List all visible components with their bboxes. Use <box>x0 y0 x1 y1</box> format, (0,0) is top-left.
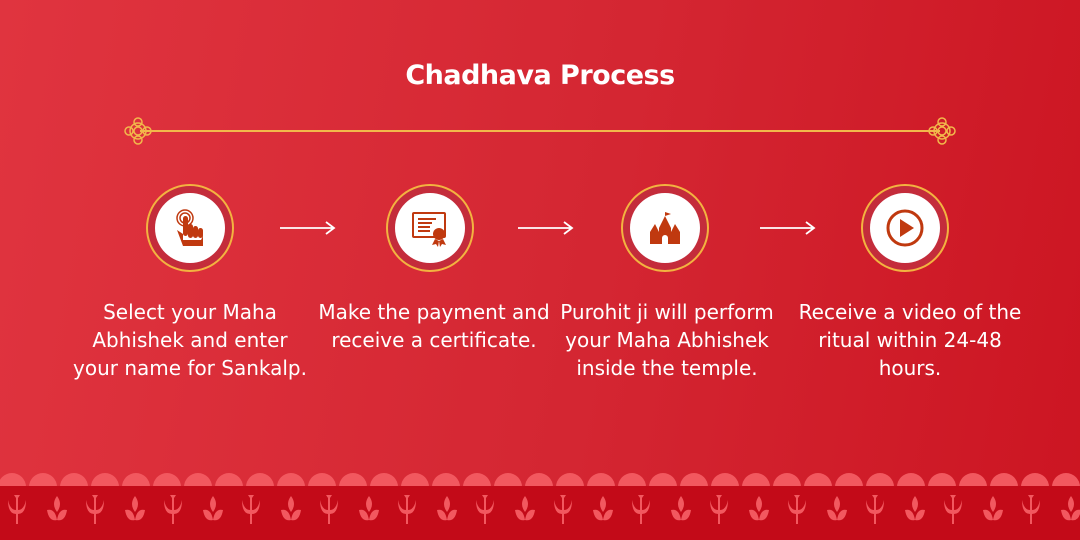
step-3-text: Purohit ji will perform your Maha Abhish… <box>560 300 774 380</box>
mandala-icon-right <box>928 117 956 145</box>
scallop <box>184 473 212 487</box>
lotus-icon <box>671 496 691 521</box>
scallop <box>587 473 615 487</box>
arrow-icon <box>280 221 336 235</box>
trishul-icon <box>710 495 728 524</box>
step-2-icon <box>386 184 474 272</box>
scallop <box>153 473 181 487</box>
lotus-icon <box>827 496 847 521</box>
step-4-icon <box>861 184 949 272</box>
scallop <box>370 473 398 487</box>
trishul-icon <box>632 495 650 524</box>
trishul-icon <box>398 495 416 524</box>
lotus-icon <box>593 496 613 521</box>
lotus-icon <box>203 496 223 521</box>
trishul-icon <box>242 495 260 524</box>
lotus-icon <box>437 496 457 521</box>
mandala-icon-left <box>124 117 152 145</box>
arrow-icon <box>518 221 574 235</box>
arrow-icon <box>760 221 816 235</box>
scallop <box>649 473 677 487</box>
divider <box>140 130 940 132</box>
scallop <box>1021 473 1049 487</box>
trishul-icon <box>866 495 884 524</box>
lotus-icon <box>47 496 67 521</box>
scallop <box>246 473 274 487</box>
scallop <box>0 473 26 487</box>
lotus-icon <box>359 496 379 521</box>
scallop <box>680 473 708 487</box>
page-title: Chadhava Process <box>405 60 675 91</box>
scallop <box>525 473 553 487</box>
scallop <box>308 473 336 487</box>
scallop <box>29 473 57 487</box>
step-3-icon <box>621 184 709 272</box>
lotus-icon <box>1061 496 1080 521</box>
lotus-icon <box>515 496 535 521</box>
scallop <box>711 473 739 487</box>
step-1-text: Select your Maha Abhishek and enter your… <box>73 300 307 380</box>
scallop <box>494 473 522 487</box>
lotus-icon <box>983 496 1003 521</box>
scallop <box>866 473 894 487</box>
scallop <box>556 473 584 487</box>
scallop <box>1052 473 1080 487</box>
scallop <box>990 473 1018 487</box>
scallop <box>122 473 150 487</box>
scallop <box>215 473 243 487</box>
scallop <box>618 473 646 487</box>
decorative-band <box>0 486 1080 540</box>
trishul-icon <box>320 495 338 524</box>
trishul-icon <box>476 495 494 524</box>
lotus-icon <box>281 496 301 521</box>
scallop <box>432 473 460 487</box>
trishul-icon <box>944 495 962 524</box>
trishul-icon <box>8 495 26 524</box>
trishul-icon <box>788 495 806 524</box>
scallop <box>742 473 770 487</box>
scalloped-border <box>0 473 1080 487</box>
step-2-text: Make the payment and receive a certifica… <box>318 300 550 352</box>
scallop <box>339 473 367 487</box>
scallop <box>463 473 491 487</box>
scallop <box>773 473 801 487</box>
certificate-icon <box>412 212 446 247</box>
scallop <box>277 473 305 487</box>
trishul-icon <box>554 495 572 524</box>
scallop <box>804 473 832 487</box>
scallop <box>91 473 119 487</box>
lotus-icon <box>125 496 145 521</box>
lotus-icon <box>749 496 769 521</box>
scallop <box>835 473 863 487</box>
scallop <box>959 473 987 487</box>
step-1-icon <box>146 184 234 272</box>
temple-icon <box>650 210 680 244</box>
play-video-icon <box>886 209 924 247</box>
scallop <box>401 473 429 487</box>
scallop <box>928 473 956 487</box>
step-4-text: Receive a video of the ritual within 24-… <box>798 300 1022 380</box>
lotus-icon <box>905 496 925 521</box>
trishul-icon <box>164 495 182 524</box>
trishul-icon <box>86 495 104 524</box>
scallop <box>897 473 925 487</box>
tap-hand-icon <box>176 209 203 246</box>
trishul-icon <box>1022 495 1040 524</box>
scallop <box>60 473 88 487</box>
